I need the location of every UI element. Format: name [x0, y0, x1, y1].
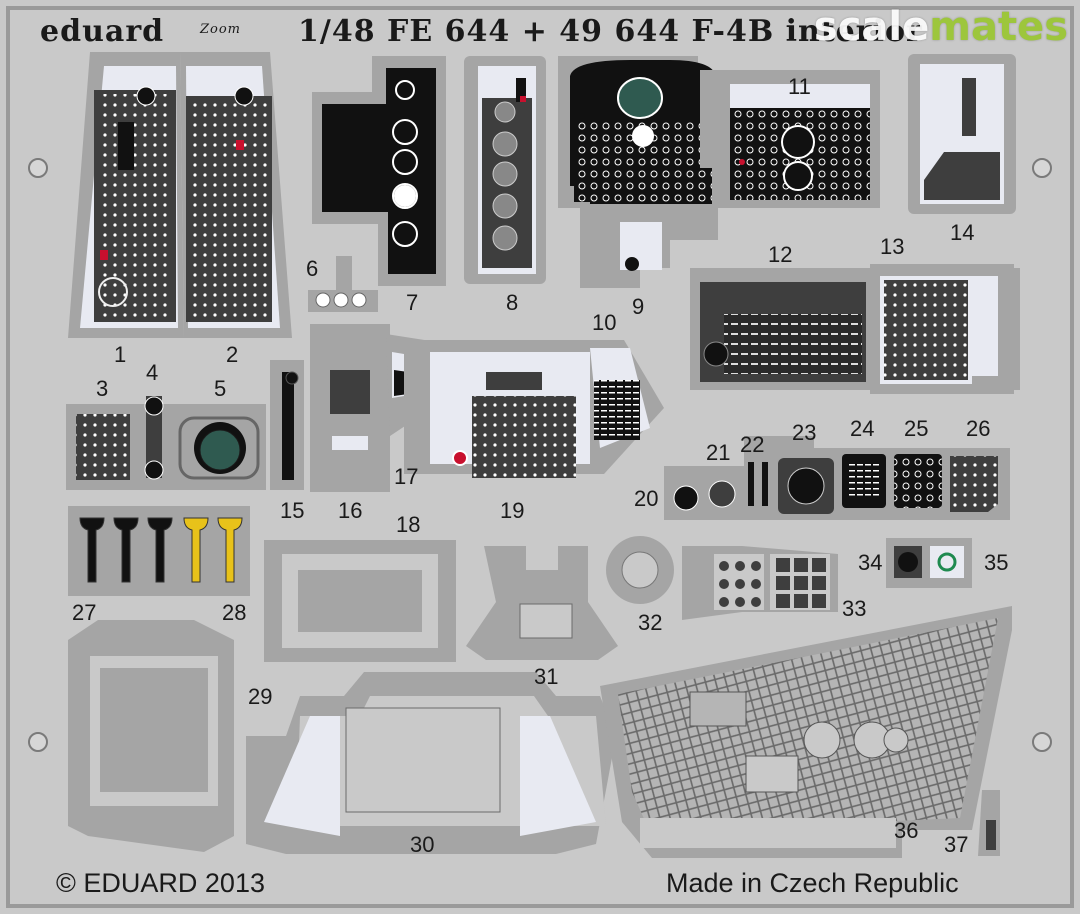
part-number-27: 27 — [72, 600, 97, 625]
part-number-35: 35 — [984, 550, 1009, 575]
part-18 — [264, 540, 456, 662]
zoom-mark: Zoom — [200, 22, 242, 37]
part-37 — [978, 790, 1000, 856]
part-number-29: 29 — [248, 684, 273, 709]
part-14-panel — [908, 54, 1016, 214]
part-number-2: 2 — [226, 342, 239, 367]
part-30 — [246, 672, 616, 854]
part-number-16: 16 — [338, 498, 363, 523]
part-11-panel — [700, 70, 880, 208]
part-number-34: 34 — [858, 550, 883, 575]
part-29 — [68, 620, 234, 852]
part-32 — [606, 536, 674, 604]
part-number-11: 11 — [788, 74, 811, 99]
parts-15-16-17-19 — [270, 324, 664, 492]
part-number-25: 25 — [904, 416, 929, 441]
brand-logo-text: eduard — [40, 14, 165, 49]
copyright-text: © EDUARD 2013 — [56, 868, 265, 898]
parts-3-4-5 — [66, 396, 266, 490]
parts-27-28-handles — [68, 506, 250, 596]
part-number-30: 30 — [410, 832, 435, 857]
part-number-5: 5 — [214, 376, 227, 401]
part-number-26: 26 — [966, 416, 991, 441]
part-2-right-console — [180, 52, 292, 338]
origin-text: Made in Czech Republic — [666, 868, 959, 898]
part-number-23: 23 — [792, 420, 817, 445]
part-number-3: 3 — [96, 376, 109, 401]
part-number-37: 37 — [944, 832, 969, 857]
fret-border — [6, 6, 1074, 908]
part-number-32: 32 — [638, 610, 663, 635]
watermark-part-2: mates — [929, 4, 1068, 50]
part-6 — [308, 256, 378, 312]
part-number-22: 22 — [740, 432, 765, 457]
part-number-15: 15 — [280, 498, 305, 523]
part-number-8: 8 — [506, 290, 519, 315]
parts-34-35 — [886, 538, 972, 588]
part-number-12: 12 — [768, 242, 793, 267]
part-number-6: 6 — [306, 256, 319, 281]
part-number-10: 10 — [592, 310, 617, 335]
part-number-19: 19 — [500, 498, 525, 523]
mounting-holes — [28, 158, 1052, 752]
part-number-21: 21 — [706, 440, 731, 465]
part-number-9: 9 — [632, 294, 645, 319]
part-number-13: 13 — [880, 234, 905, 259]
part-number-33: 33 — [842, 596, 867, 621]
part-36-mesh-panel — [600, 606, 1012, 858]
part-number-20: 20 — [634, 486, 659, 511]
part-8-panel — [464, 56, 546, 284]
part-number-14: 14 — [950, 220, 975, 245]
part-number-24: 24 — [850, 416, 875, 441]
part-number-7: 7 — [406, 290, 419, 315]
part-number-18: 18 — [396, 512, 421, 537]
part-33 — [682, 546, 838, 620]
part-13-panel — [870, 264, 1014, 394]
fret-title: 1/48 FE 644 + 49 644 F-4B interior — [298, 14, 923, 49]
part-1-left-console — [68, 52, 184, 338]
part-number-17: 17 — [394, 464, 419, 489]
part-number-4: 4 — [146, 360, 159, 385]
watermark-part-1: scale — [813, 4, 930, 50]
part-9-main-panel — [558, 56, 718, 288]
parts-20-26 — [664, 436, 1010, 520]
part-7-panel — [312, 56, 446, 286]
part-number-31: 31 — [534, 664, 559, 689]
part-number-36: 36 — [894, 818, 919, 843]
part-number-1: 1 — [114, 342, 127, 367]
part-number-28: 28 — [222, 600, 247, 625]
scalemates-watermark: scalemates — [814, 4, 1068, 50]
part-31 — [466, 546, 618, 660]
